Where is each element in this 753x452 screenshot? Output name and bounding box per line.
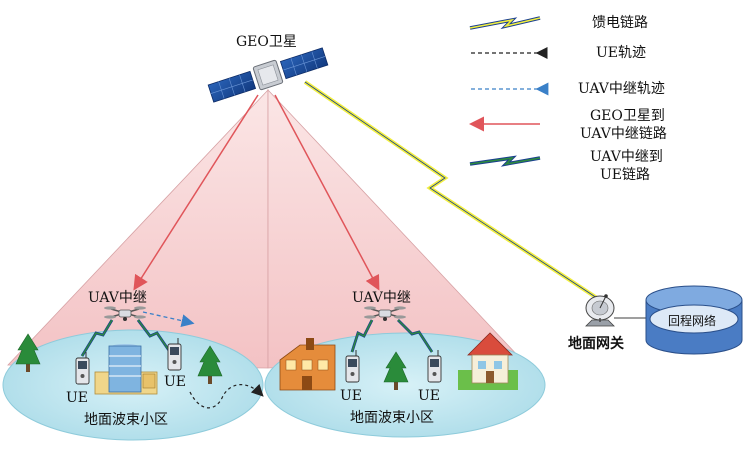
geo-to-uav-link-right [274,94,380,291]
feeder-link [303,80,602,302]
satellite-label: GEO卫星 [236,34,297,50]
satellite-beam-right [267,88,521,369]
legend-uav-ue-link-label-1: UAV中继到 [590,149,663,165]
uav-icon [104,306,146,321]
satellite-dish-icon [585,294,615,327]
uav-label-right: UAV中继 [352,290,411,306]
legend-uav-ue-link-icon [469,155,541,167]
tree-icon [383,351,409,390]
ue-trajectory [189,383,264,409]
tree-icon [15,333,41,372]
satellite-icon [207,47,329,103]
legend-geo-link-label-2: UAV中继链路 [580,126,667,142]
ue-phone-icon [345,350,360,383]
cell-label-right: 地面波束小区 [350,410,434,426]
ue-label: UE [66,390,89,406]
legend-ue-trajectory-label: UE轨迹 [596,45,647,61]
satellite-beam-left [7,88,269,369]
legend-feeder-link-icon [469,16,541,30]
legend-uav-ue-link-label-2: UE链路 [600,167,651,183]
uav-icon [364,306,406,321]
ue-phone-icon [427,350,442,383]
legend-uav-trajectory-label: UAV中继轨迹 [578,81,665,97]
tree-icon [197,345,223,384]
ue-phone-icon [75,352,90,385]
backhaul-network-label: 回程网络 [668,314,717,328]
legend-geo-link-label-1: GEO卫星到 [590,108,665,124]
uav-to-ue-links [80,319,434,357]
gateway-label: 地面网关 [568,336,624,352]
geo-to-uav-link-left [133,94,259,291]
ue-label: UE [340,388,363,404]
uav-trajectory [142,311,195,328]
backhaul-network-cylinder [645,285,743,355]
building-icon [279,338,336,391]
house-icon [458,332,518,390]
ue-label: UE [418,388,441,404]
ue-label: UE [164,374,187,390]
building-icon [94,344,158,395]
cell-label-left: 地面波束小区 [84,412,168,428]
uav-label-left: UAV中继 [88,290,147,306]
legend-feeder-link-label: 馈电链路 [592,15,648,31]
ue-phone-icon [167,338,182,371]
